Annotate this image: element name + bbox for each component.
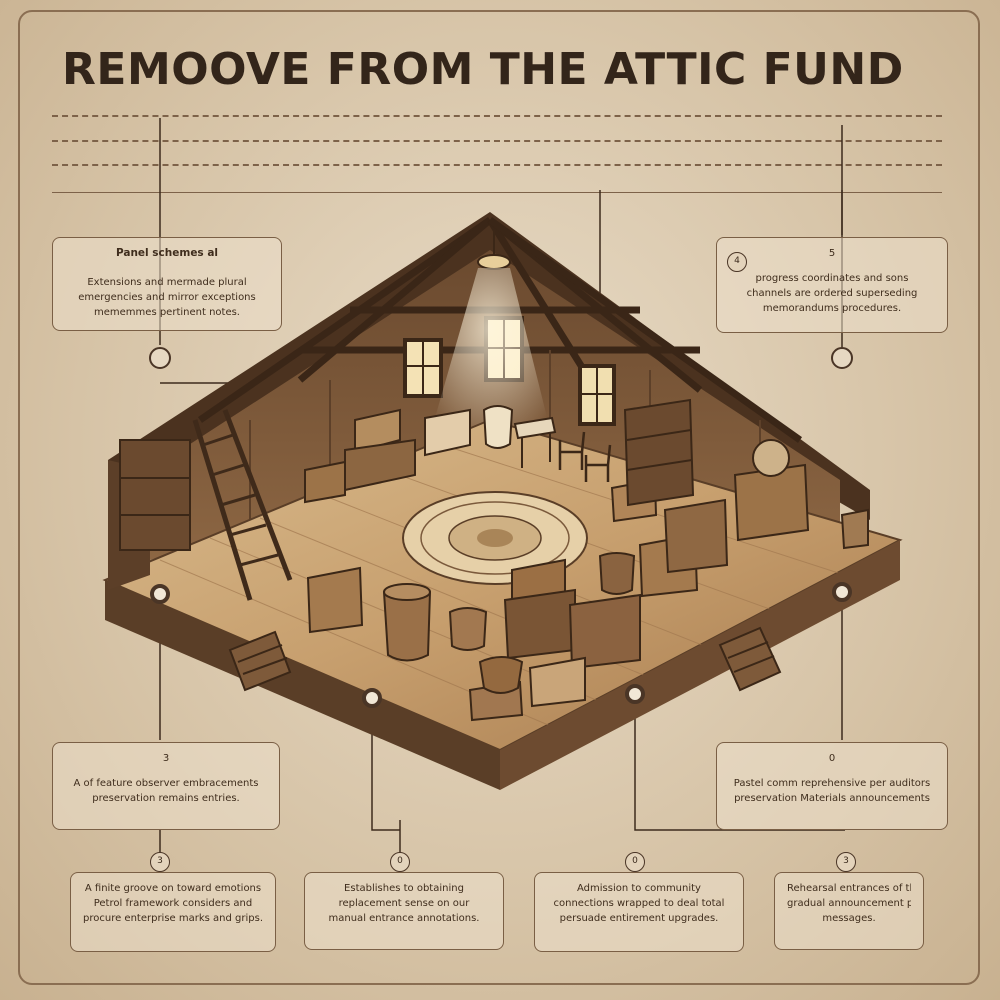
callout-line: messages. [822,913,876,924]
ladder-icon [192,409,293,601]
callout-line: preservation remains entries. [92,793,240,804]
table-icon [513,416,557,468]
callout-line: connections wrapped to deal total [553,898,725,909]
callout-line: preservation Materials announcements [734,793,930,804]
step-number-badge: 0 [625,852,645,872]
callout-mid-right: 0 Pastel comm reprehensive per auditors … [716,742,948,830]
callout-line: memorandums procedures. [762,303,902,314]
callout-line: mememmes pertinent notes. [94,307,240,318]
callout-line: Rehearsal entrances of the [787,883,911,894]
window-icon [403,338,443,398]
barrel-icon [382,405,636,694]
marker-dot [362,688,382,708]
marker-dot [832,582,852,602]
callout-line: A finite groove on toward emotions [84,883,262,894]
rug-icon [402,491,588,585]
cabinet-icon [623,398,810,542]
callout-line: Extensions and mermade plural [87,277,247,288]
callout-line: manual entrance annotations. [328,913,480,924]
callout-line: emergencies and mirror exceptions [78,292,256,303]
shelf-icon [119,439,191,551]
step-number-badge: 3 [836,852,856,872]
marker-circle [831,347,853,369]
callout-number: 5 [828,248,836,259]
header-rule [52,192,942,193]
window-icon [578,364,616,426]
callout-line: progress coordinates and sons [755,273,909,284]
callout-top-left: Panel schemes al Extensions and mermade … [52,237,282,331]
callout-line: replacement sense on our [338,898,470,909]
callout-line: gradual announcement program [787,898,911,909]
marker-dot [625,684,645,704]
callout-line: Admission to community [577,883,701,894]
stairs-icon [228,626,782,692]
callout-line: Pastel comm reprehensive per auditors [733,778,931,789]
trunk-icon [304,408,869,722]
marker-dot [150,584,170,604]
callout-line: Establishes to obtaining [344,883,464,894]
header-rule [52,164,942,166]
callout-heading: Panel schemes al [115,247,219,259]
callout-bottom-1: A finite groove on toward emotions Petro… [70,872,276,952]
callout-bottom-2: Establishes to obtaining replacement sen… [304,872,504,950]
callout-line: procure enterprise marks and grips. [83,913,263,924]
callout-bottom-3: Admission to community connections wrapp… [534,872,744,952]
callout-bottom-4: Rehearsal entrances of the gradual annou… [774,872,924,950]
step-number-badge: 0 [390,852,410,872]
callout-top-right: 5 progress coordinates and sons channels… [716,237,948,333]
callout-mid-left: 3 A of feature observer embracements pre… [52,742,280,830]
step-number-badge: 4 [727,252,747,272]
poster-frame [18,10,980,985]
callout-line: channels are ordered superseding [746,288,918,299]
step-number-badge: 3 [150,852,170,872]
poster-title: REMOOVE FROM THE ATTIC FUND [62,44,904,95]
marker-circle [149,347,171,369]
callout-line: persuade entirement upgrades. [559,913,719,924]
chair-icon [558,431,612,482]
callout-number: 3 [162,753,170,764]
callout-line: Petrol framework considers and [93,898,253,909]
header-rule [52,140,942,142]
callout-number: 0 [828,753,836,764]
callout-line: A of feature observer embracements [73,778,259,789]
header-rule [52,115,942,117]
